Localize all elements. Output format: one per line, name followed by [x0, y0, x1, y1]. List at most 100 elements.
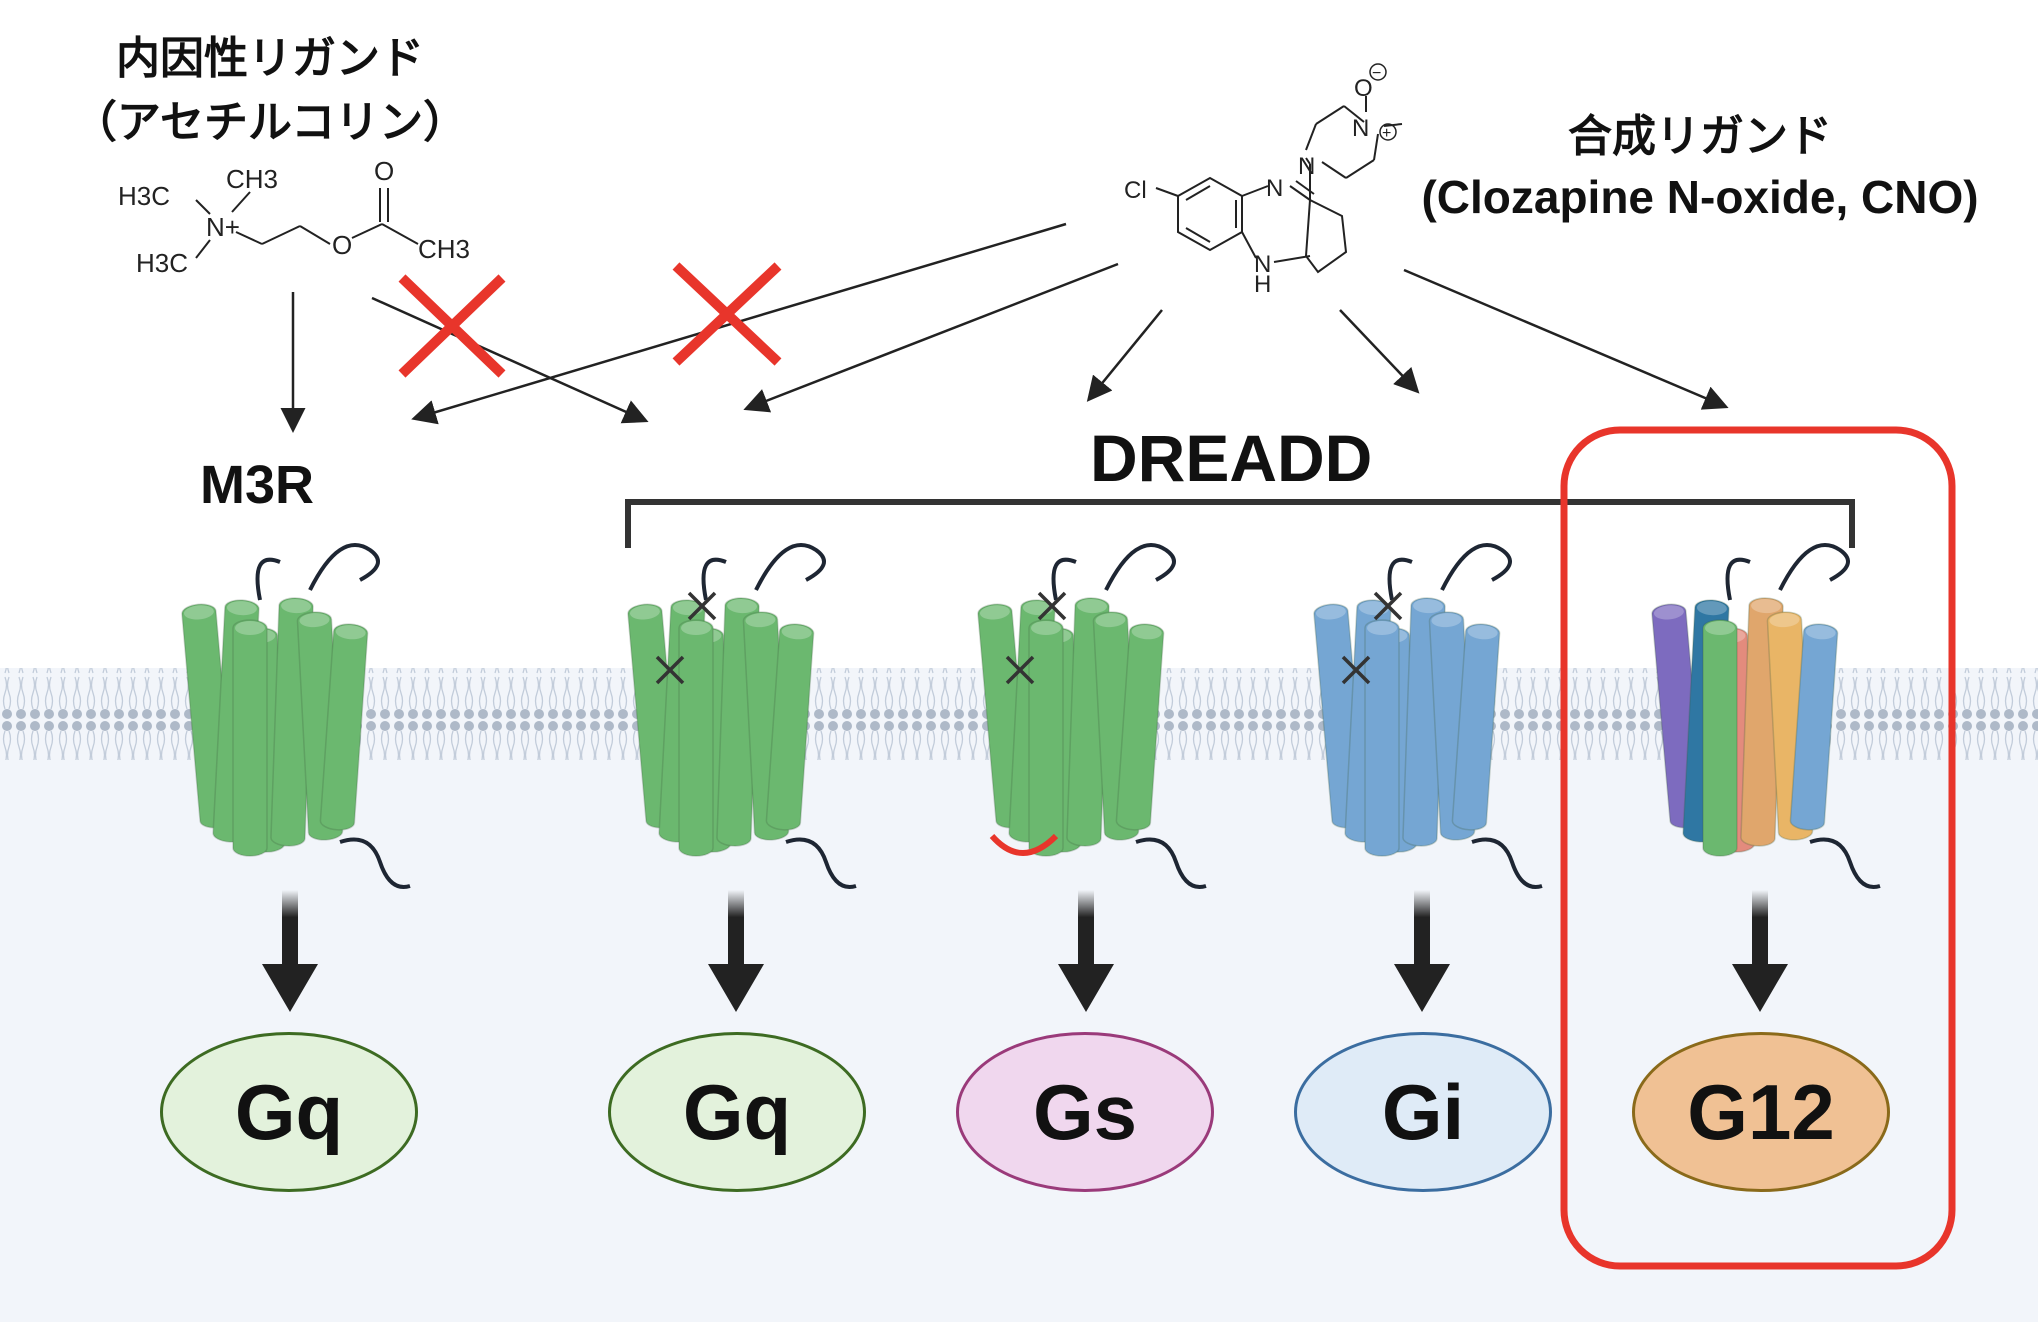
arrow-cno-rm3ds [1086, 309, 1163, 402]
acetylcholine-atom-ch3: CH3 [418, 234, 470, 264]
receptor-hm3dq [627, 543, 857, 889]
helix-cap [1131, 625, 1162, 640]
cno-atom-o: O [1354, 75, 1373, 102]
helix-cap [299, 613, 330, 628]
helix [1789, 623, 1839, 831]
helix-cap [629, 605, 660, 620]
helix [765, 623, 815, 831]
mutation-mark [1373, 591, 1403, 621]
gprotein-label: Gi [1381, 1067, 1465, 1156]
dreadd-label: DREADD [1090, 421, 1373, 495]
gprotein-gi: Gi [1294, 1032, 1552, 1192]
helix-cap [1095, 613, 1126, 628]
gs-loop-swap [989, 833, 1059, 856]
block-mark-ach-cno-m3r [398, 274, 506, 378]
helix-cap [745, 613, 776, 628]
synthetic-ligand-title: 合成リガンド (Clozapine N-oxide, CNO) [1370, 100, 2030, 224]
helix-cap [1751, 599, 1782, 614]
helix-cap [727, 599, 758, 614]
mutation-mark [1037, 591, 1067, 621]
dreadd-bracket [625, 499, 1855, 548]
gprotein-label: Gs [1032, 1067, 1138, 1156]
helix-cap [1315, 605, 1346, 620]
helix-cap [1705, 621, 1735, 635]
helix [1451, 623, 1501, 831]
cno-charge-minus: − [1372, 65, 1381, 82]
helix-cap [681, 621, 711, 635]
receptor-chimera [1651, 543, 1881, 889]
arrow-cno-hm4di [1339, 309, 1420, 394]
helix-cap [226, 601, 257, 616]
receptors-layer [181, 543, 1881, 889]
helix [319, 623, 369, 831]
acetylcholine-structure [195, 188, 419, 259]
gprotein-g12: G12 [1632, 1032, 1890, 1192]
cno-atom-nh: N [1254, 251, 1271, 278]
synthetic-title-line1: 合成リガンド [1568, 111, 1832, 162]
endogenous-title-line1: 内因性リガンド [116, 33, 424, 84]
cno-atom-h: H [1254, 271, 1271, 298]
cno-atom-n-pip: N [1298, 153, 1315, 180]
m3r-label: M3R [200, 455, 315, 515]
gprotein-gq-dreadd: Gq [608, 1032, 866, 1192]
mutation-mark [1341, 655, 1371, 685]
helix-cap [1696, 601, 1727, 616]
helix-cap [979, 605, 1010, 620]
signal-arrow-3 [1058, 890, 1114, 1012]
signal-arrow-5 [1732, 890, 1788, 1012]
helix-cap [1653, 605, 1684, 620]
gprotein-label: Gq [234, 1067, 344, 1156]
helix [1028, 619, 1064, 857]
gprotein-label: G12 [1687, 1067, 1835, 1156]
helix-cap [1367, 621, 1397, 635]
cno-atom-cl: Cl [1124, 177, 1147, 204]
block-mark-ach-hm3dq [672, 262, 782, 366]
arrow-cno-chimera [1403, 268, 1729, 410]
helix-cap [1805, 625, 1836, 640]
helix-cap [1031, 621, 1061, 635]
helix [1115, 623, 1165, 831]
highlight-box-g12 [1560, 426, 1956, 1270]
helix [678, 619, 714, 857]
helix [232, 619, 268, 857]
acetylcholine-atom-n: N+ [206, 212, 240, 242]
receptor-m3r [181, 543, 411, 889]
helix-cap [335, 625, 366, 640]
arrow-cno-hm3dq [743, 262, 1119, 413]
synthetic-title-line2: (Clozapine N-oxide, CNO) [1421, 171, 1979, 223]
helix [1364, 619, 1400, 857]
cno-charge-plus: + [1382, 125, 1391, 142]
acetylcholine-atom-o-carbonyl: O [374, 156, 394, 186]
gprotein-gs: Gs [956, 1032, 1214, 1192]
endogenous-ligand-title: 内因性リガンド （アセチルコリン） [40, 22, 500, 150]
acetylcholine-atom-o: O [332, 230, 352, 260]
mutation-mark [655, 655, 685, 685]
signal-arrow-1 [262, 890, 318, 1012]
acetylcholine-atom-ch3-top: CH3 [226, 164, 278, 194]
helix-cap [1467, 625, 1498, 640]
helix-cap [1769, 613, 1800, 628]
signal-arrow-4 [1394, 890, 1450, 1012]
helix-cap [235, 621, 265, 635]
signal-arrow-2 [708, 890, 764, 1012]
signal-arrows [262, 890, 1788, 1012]
helix-cap [1413, 599, 1444, 614]
cno-atom-n-ox: N [1352, 115, 1369, 142]
helix-cap [281, 599, 312, 614]
helix-cap [781, 625, 812, 640]
mutation-mark [687, 591, 717, 621]
cno-structure [1155, 96, 1403, 274]
helix-cap [183, 605, 214, 620]
cno-charges: − + [1369, 63, 1397, 142]
receptor-hm4di [1313, 543, 1543, 889]
gprotein-gq-m3r: Gq [160, 1032, 418, 1192]
ligand-arrows [280, 222, 1729, 433]
mutation-mark [1005, 655, 1035, 685]
acetylcholine-atom-h3c-bottom: H3C [136, 248, 188, 278]
receptor-rm3ds [977, 543, 1207, 889]
helix-cap [1077, 599, 1108, 614]
helix-cap [1431, 613, 1462, 628]
helix [1702, 619, 1738, 857]
